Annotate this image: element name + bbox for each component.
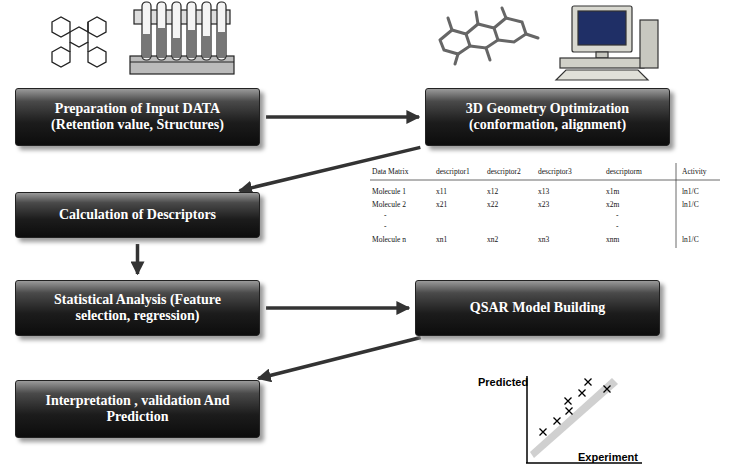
table-cell: ln1/C	[682, 236, 699, 244]
table-cell: x11	[436, 188, 447, 196]
table-cell: Molecule 2	[372, 201, 406, 209]
process-box: Calculation of Descriptors	[15, 192, 260, 238]
data-point-mark	[585, 379, 592, 386]
process-box: Preparation of Input DATA (Retention val…	[15, 88, 260, 146]
table-cell: descriptor3	[538, 168, 572, 176]
process-box: 3D Geometry Optimization (conformation, …	[425, 88, 670, 146]
flow-arrow	[258, 337, 421, 378]
process-box: Interpretation , validation And Predicti…	[15, 380, 260, 438]
box-label: Preparation of Input DATA (Retention val…	[26, 101, 249, 133]
table-cell: x22	[487, 201, 498, 209]
data-point-mark	[565, 398, 572, 405]
table-cell: descriptor2	[487, 168, 521, 176]
box-label: Interpretation , validation And Predicti…	[26, 393, 249, 425]
table-cell: x21	[436, 201, 447, 209]
data-point-mark	[540, 429, 547, 436]
table-cell: x23	[538, 201, 549, 209]
box-label: Calculation of Descriptors	[59, 207, 216, 223]
flow-arrow	[136, 244, 140, 274]
3d-molecule	[440, 8, 538, 64]
table-cell: Data Matrix	[372, 168, 408, 176]
table-rule	[370, 163, 720, 248]
flow-arrow	[240, 147, 421, 190]
table-cell: ln1/C	[682, 188, 699, 196]
data-point-mark	[554, 418, 561, 425]
table-cell: x2m	[606, 201, 619, 209]
table-cell: x13	[538, 188, 549, 196]
table-cell: xn3	[538, 236, 549, 244]
table-cell: descriptor1	[436, 168, 470, 176]
table-cell: xn1	[436, 236, 447, 244]
table-cell: x1m	[606, 188, 619, 196]
table-cell: -	[384, 212, 387, 220]
box-label: 3D Geometry Optimization (conformation, …	[436, 101, 659, 133]
box-label: Statistical Analysis (Feature selection,…	[26, 292, 249, 324]
table-cell: Molecule n	[372, 236, 406, 244]
flow-arrow	[266, 306, 409, 310]
box-label: QSAR Model Building	[470, 300, 605, 316]
axis-label: Experiment	[578, 452, 638, 463]
table-cell: -	[384, 223, 387, 231]
data-point-mark	[566, 408, 573, 415]
test-tube-rack	[130, 2, 234, 74]
data-point-mark	[604, 386, 611, 393]
table-cell: Activity	[682, 168, 707, 176]
table-cell: descriptorm	[606, 168, 642, 176]
molecule-structure	[52, 17, 106, 67]
table-cell: ln1/C	[682, 201, 699, 209]
table-cell: x12	[487, 188, 498, 196]
table-cell: Molecule 1	[372, 188, 406, 196]
flow-arrow	[266, 115, 419, 119]
table-cell: -	[616, 223, 619, 231]
table-cell: -	[616, 212, 619, 220]
process-box: QSAR Model Building	[415, 280, 660, 336]
process-box: Statistical Analysis (Feature selection,…	[15, 280, 260, 336]
table-cell: xnm	[606, 236, 619, 244]
scatter-plot	[526, 376, 642, 463]
data-point-mark	[579, 390, 586, 397]
table-cell: xn2	[487, 236, 498, 244]
computer	[556, 6, 658, 80]
axis-label: Predicted	[478, 377, 528, 388]
